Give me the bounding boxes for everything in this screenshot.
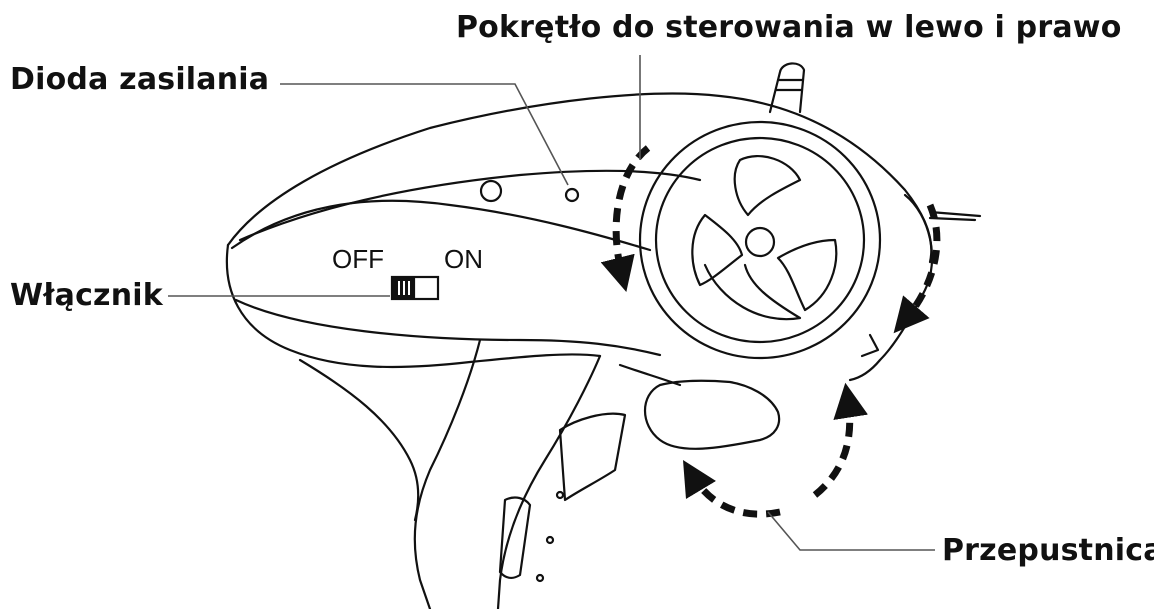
- throttle-arrow-back: [682, 459, 781, 518]
- steering-wheel-rim: [654, 136, 866, 344]
- switch-housing: [390, 275, 440, 301]
- front-notch: [860, 333, 880, 358]
- leader-led: [280, 83, 569, 186]
- switch-off-text: OFF: [332, 244, 384, 274]
- wheel-spoke-1: [733, 155, 802, 217]
- body-side-lower: [234, 298, 662, 357]
- throttle-label: Przepustnica: [942, 533, 1154, 568]
- grip-back-curve: [298, 358, 420, 522]
- steering-wheel-label: Pokrętło do sterowania w lewo i prawo: [456, 10, 1122, 45]
- trigger-outline: [644, 379, 781, 450]
- power-led: [564, 187, 580, 203]
- body-side-panel: [230, 199, 652, 252]
- trim-knob: [479, 179, 503, 203]
- power-led-label: Dioda zasilania: [10, 62, 270, 97]
- grip-dot-3: [535, 573, 545, 583]
- grip-window: [498, 496, 532, 579]
- antenna: [768, 62, 806, 114]
- front-detail-line: [928, 210, 982, 218]
- wheel-spoke-4: [703, 263, 802, 321]
- body-top-outline: [226, 92, 933, 264]
- grip-dot-1: [555, 490, 565, 500]
- grip-inner: [496, 354, 602, 611]
- grip-panel: [558, 412, 627, 502]
- grip-outline: [413, 338, 482, 611]
- power-switch-label: Włącznik: [10, 278, 163, 313]
- leader-throttle: [767, 511, 935, 551]
- body-inner-ridge: [238, 169, 702, 242]
- steer-arrow-right: [893, 203, 941, 334]
- wheel-spoke-3: [691, 213, 744, 287]
- grip-dot-2: [545, 535, 555, 545]
- wheel-spoke-2: [776, 238, 838, 312]
- switch-on-text: ON: [444, 244, 483, 274]
- steering-wheel-hub: [744, 226, 776, 258]
- trigger-guard: [618, 363, 682, 387]
- throttle-arrow-forward: [812, 382, 868, 498]
- steering-wheel-outer: [638, 120, 882, 360]
- body-bottom-outline: [225, 243, 602, 369]
- power-switch-graphic: [390, 275, 440, 301]
